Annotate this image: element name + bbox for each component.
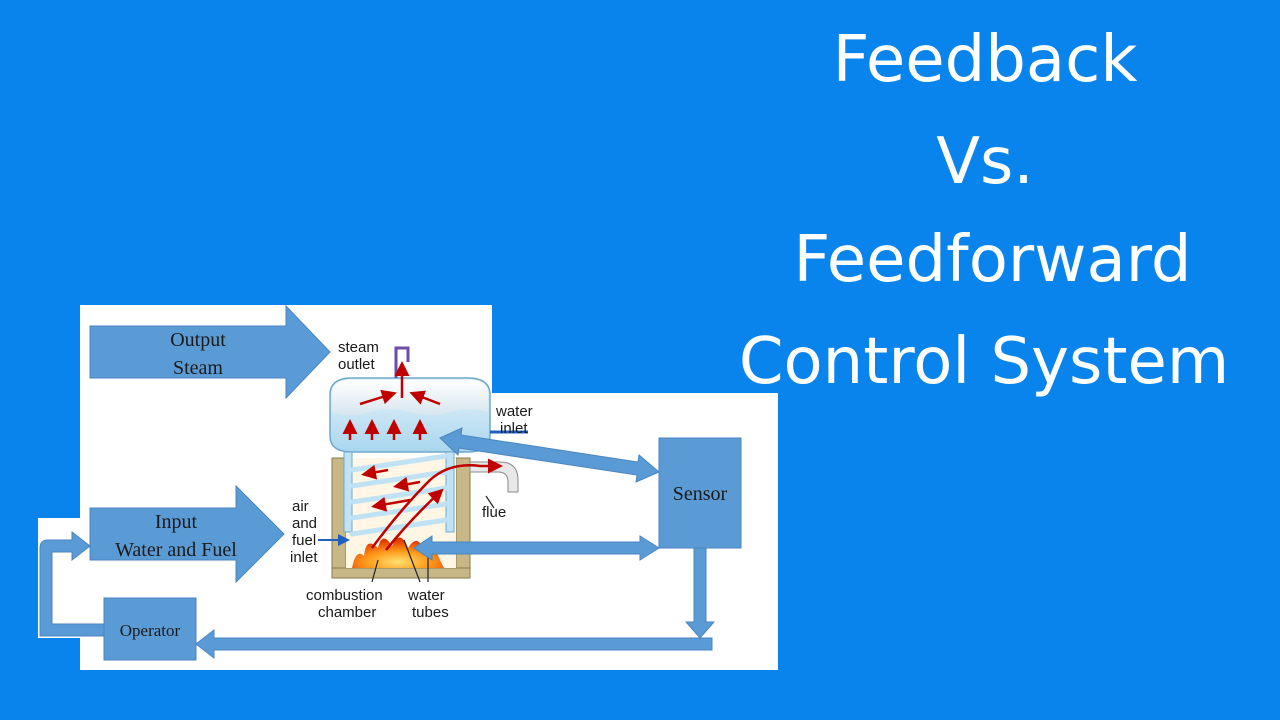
circulation-arrows [342, 361, 503, 551]
combustion-chamber-label: combustion [306, 587, 383, 604]
operator-to-input-arrow [39, 530, 105, 637]
sensor-down-arrow [684, 547, 716, 639]
return-to-operator-arrow [195, 628, 713, 660]
flue-label: flue [482, 504, 506, 521]
boiler-labels: steam outlet water inlet flue air and fu… [290, 339, 533, 621]
input-label-2: Water and Fuel [115, 539, 237, 561]
air-inlet-label-3: fuel [292, 532, 316, 549]
boiler-wall-right [455, 457, 471, 577]
air-inlet-label-2: and [292, 515, 317, 532]
operator-label: Operator [120, 621, 181, 640]
water-tubes-label: water [407, 587, 445, 604]
title-line-3: Feedforward [793, 223, 1192, 297]
fuel-link-arrow [413, 535, 660, 561]
signal-arrows [39, 427, 716, 660]
title-line-1: Feedback [832, 23, 1138, 97]
sensor-block: Sensor [658, 437, 742, 549]
combustion-chamber-label-2: chamber [318, 604, 376, 621]
downcomer-left [343, 451, 353, 533]
water-inlet-label-2: inlet [500, 420, 528, 437]
air-inlet-label-1: air [292, 498, 309, 515]
output-label-1: Output [170, 329, 226, 351]
sensor-link-arrow [439, 427, 660, 483]
sensor-label: Sensor [673, 483, 728, 505]
boiler-illustration [318, 346, 528, 583]
title-line-2: Vs. [936, 125, 1034, 199]
operator-block: Operator [103, 597, 197, 661]
steam-outlet-label-2: outlet [338, 356, 376, 373]
downcomer-right [445, 451, 455, 533]
boiler-wall-bottom [331, 567, 471, 579]
input-label-1: Input [155, 511, 198, 533]
steam-outlet-label: steam [338, 339, 379, 356]
water-tubes-label-2: tubes [412, 604, 449, 621]
output-label-2: Steam [173, 357, 223, 379]
title-line-4: Control System [738, 325, 1230, 399]
input-water-fuel-arrow: Input Water and Fuel [89, 484, 285, 584]
air-inlet-label-4: inlet [290, 549, 318, 566]
water-inlet-label: water [495, 403, 533, 420]
output-steam-arrow: Output Steam [89, 304, 331, 400]
